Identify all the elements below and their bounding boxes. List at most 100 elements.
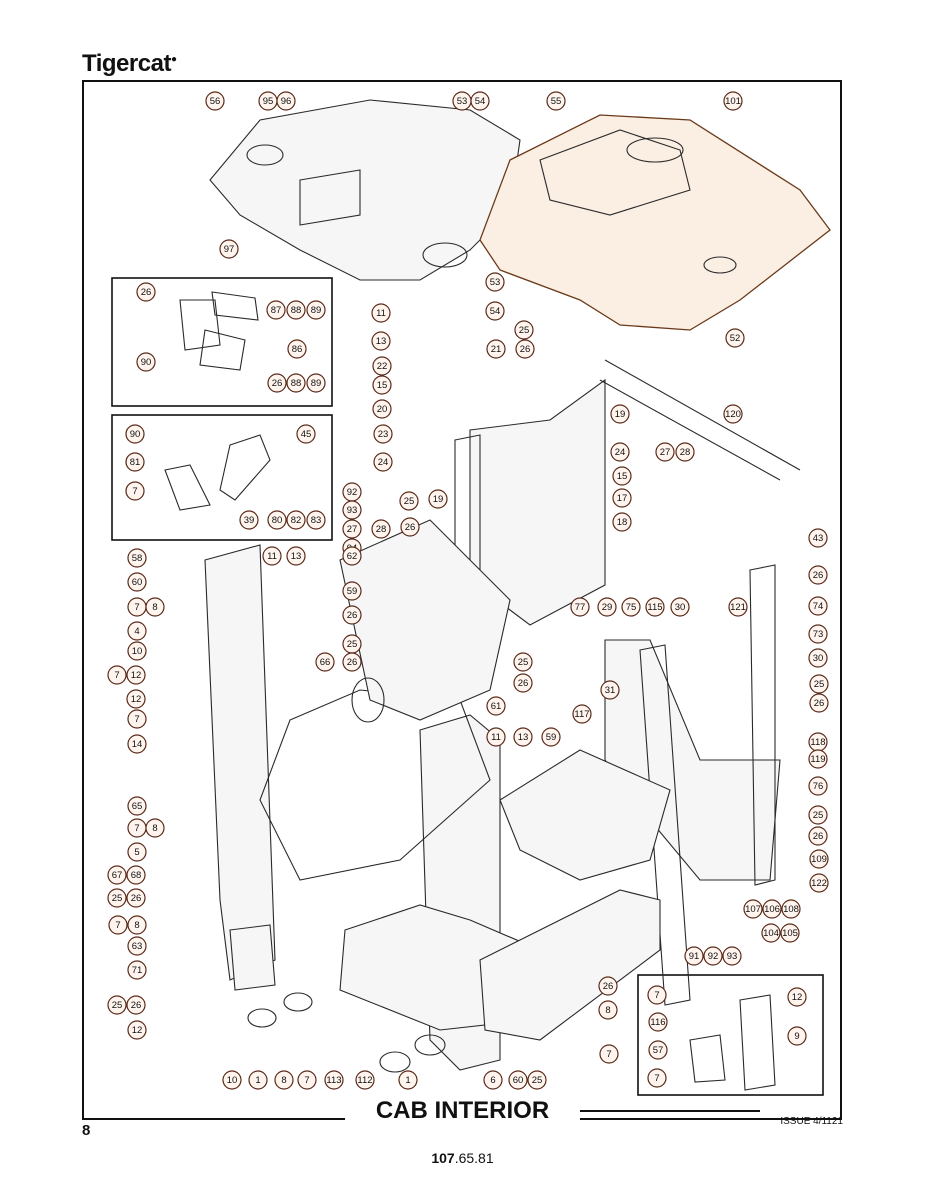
callout-43: 43	[808, 528, 828, 548]
callout-label: 115	[647, 602, 662, 613]
callout-29: 29	[597, 597, 617, 617]
callout-13: 13	[513, 727, 533, 747]
callout-label: 45	[301, 429, 312, 440]
callout-label: 118	[810, 737, 825, 748]
callout-92: 92	[342, 482, 362, 502]
callout-20: 20	[372, 399, 392, 419]
callout-label: 97	[224, 244, 235, 255]
callout-label: 43	[813, 533, 824, 544]
callout-93: 93	[342, 500, 362, 520]
callout-5: 5	[127, 842, 147, 862]
callout-25: 25	[527, 1070, 547, 1090]
callout-119: 119	[808, 749, 828, 769]
part-number: 107.65.81	[431, 1150, 494, 1166]
page-number: 8	[82, 1122, 91, 1139]
callout-label: 6	[490, 1075, 495, 1086]
callout-label: 116	[650, 1017, 665, 1028]
callout-label: 53	[490, 277, 501, 288]
callout-label: 25	[532, 1075, 543, 1086]
callout-63: 63	[127, 936, 147, 956]
lower-rear-panel	[479, 889, 661, 1041]
callout-label: 73	[813, 629, 824, 640]
callout-label: 27	[347, 524, 358, 535]
callout-10: 10	[127, 641, 147, 661]
callout-label: 58	[132, 553, 143, 564]
callout-label: 26	[141, 287, 152, 298]
callout-label: 12	[792, 992, 803, 1003]
callout-8: 8	[274, 1070, 294, 1090]
callout-label: 105	[782, 928, 798, 939]
callout-label: 30	[675, 602, 686, 613]
callout-112: 112	[355, 1070, 375, 1090]
callout-label: 25	[112, 893, 123, 904]
callout-120: 120	[723, 404, 743, 424]
callout-55: 55	[546, 91, 566, 111]
callout-label: 11	[267, 551, 277, 562]
callout-92: 92	[703, 946, 723, 966]
callout-118: 118	[808, 732, 828, 752]
callout-label: 117	[574, 709, 589, 720]
callout-7: 7	[125, 481, 145, 501]
callout-label: 74	[813, 601, 824, 612]
callout-label: 112	[357, 1075, 372, 1086]
callout-label: 89	[311, 305, 322, 316]
callout-label: 106	[764, 904, 780, 915]
callout-1: 1	[398, 1070, 418, 1090]
callout-101: 101	[723, 91, 743, 111]
callout-56: 56	[205, 91, 225, 111]
callout-104: 104	[761, 923, 781, 943]
callout-19: 19	[428, 489, 448, 509]
callout-8: 8	[145, 818, 165, 838]
callout-7: 7	[127, 818, 147, 838]
callout-label: 60	[132, 577, 143, 588]
callout-label: 52	[730, 333, 741, 344]
callout-53: 53	[485, 272, 505, 292]
callout-label: 7	[654, 990, 659, 1001]
callout-label: 11	[491, 732, 501, 743]
callout-12: 12	[787, 987, 807, 1007]
callout-label: 21	[491, 344, 502, 355]
callout-25: 25	[399, 491, 419, 511]
callout-66: 66	[315, 652, 335, 672]
callout-81: 81	[125, 452, 145, 472]
callout-label: 90	[130, 429, 141, 440]
callout-label: 4	[134, 626, 139, 637]
callout-label: 26	[347, 657, 358, 668]
callout-label: 12	[132, 1025, 143, 1036]
callout-77: 77	[570, 597, 590, 617]
callout-label: 13	[376, 336, 387, 347]
callout-26: 26	[808, 565, 828, 585]
callout-13: 13	[286, 546, 306, 566]
callout-label: 55	[551, 96, 562, 107]
inset-box-bracket	[111, 277, 333, 407]
callout-26: 26	[513, 673, 533, 693]
callout-58: 58	[127, 548, 147, 568]
callout-label: 26	[131, 1000, 142, 1011]
callout-7: 7	[108, 915, 128, 935]
callout-label: 75	[626, 602, 637, 613]
callout-label: 90	[141, 357, 152, 368]
callout-93: 93	[722, 946, 742, 966]
callout-label: 87	[271, 305, 282, 316]
callout-label: 24	[615, 447, 626, 458]
callout-label: 13	[291, 551, 302, 562]
callout-label: 17	[617, 493, 628, 504]
callout-26: 26	[267, 373, 287, 393]
callout-12: 12	[126, 689, 146, 709]
callout-54: 54	[485, 301, 505, 321]
callout-label: 26	[814, 698, 825, 709]
callout-label: 5	[134, 847, 139, 858]
callout-label: 24	[378, 457, 389, 468]
brand-logo: Tigercat●	[82, 50, 177, 77]
callout-25: 25	[808, 805, 828, 825]
callout-45: 45	[296, 424, 316, 444]
callout-label: 66	[320, 657, 331, 668]
callout-53: 53	[452, 91, 472, 111]
callout-label: 60	[513, 1075, 524, 1086]
callout-89: 89	[306, 300, 326, 320]
callout-label: 8	[152, 602, 157, 613]
roof-panel-left	[209, 99, 521, 281]
callout-106: 106	[762, 899, 782, 919]
callout-label: 12	[131, 670, 142, 681]
callout-59: 59	[342, 581, 362, 601]
